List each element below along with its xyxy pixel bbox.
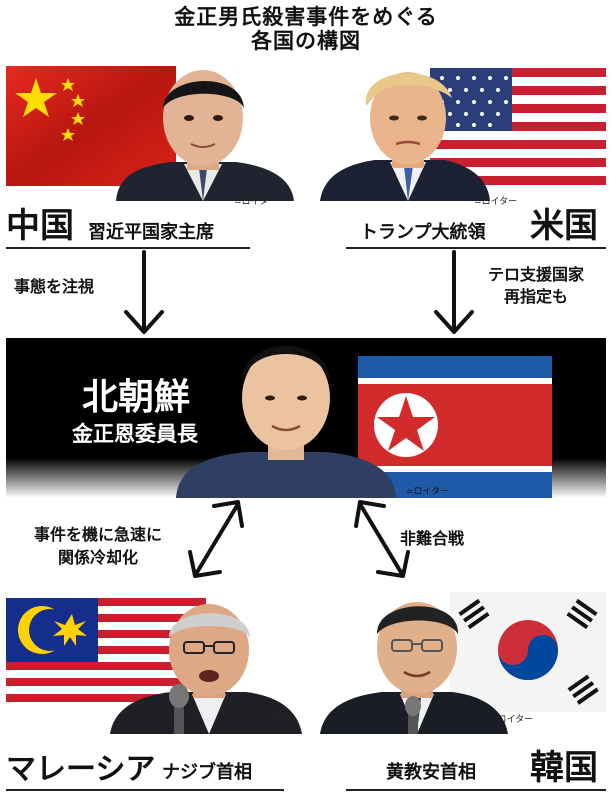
kim-jong-un-portrait: [176, 346, 396, 498]
relation-nk-south-korea-label: 非難合戦: [400, 529, 465, 548]
malaysia-flag: [6, 598, 206, 710]
relation-nk-malaysia-label-line1: 事件を機に急速に: [33, 525, 162, 544]
north-korea-panel: [6, 338, 606, 498]
usa-flag-image: [320, 68, 606, 201]
usa-leader-label: トランプ大統領: [360, 222, 486, 243]
china-flag-small-star: [61, 78, 75, 91]
south-korea-photo: [320, 584, 606, 734]
north-korea-photo-credit: =ロイター: [406, 487, 450, 497]
usa-photo: [320, 56, 606, 201]
malaysia-flag-image: [6, 598, 302, 734]
china-flag-image: [6, 66, 294, 201]
south-korea-underline: [346, 789, 606, 791]
hwang-kyo-ahn-portrait: [320, 602, 508, 734]
top-arrows: [124, 250, 474, 334]
nk-south-korea-arrow: [354, 500, 410, 578]
china-leader-label: 習近平国家主席: [88, 222, 214, 243]
china-to-nk-arrow: [124, 250, 164, 334]
malaysia-photo: [6, 584, 304, 734]
south-korea-flag: [450, 592, 606, 712]
malaysia-country-label: マレーシア: [6, 752, 156, 787]
nk-malaysia-arrow: [188, 500, 244, 578]
north-korea-leader-label: 金正恩委員長: [72, 422, 198, 446]
north-korea-country-label: 北朝鮮: [82, 376, 191, 418]
china-underline: [6, 247, 250, 249]
north-korea-flag: [358, 356, 552, 498]
north-korea-panel-image: [6, 338, 606, 498]
usa-underline: [346, 247, 606, 249]
trump-portrait: [320, 72, 490, 201]
malaysia-photo-credit: =AP: [266, 712, 286, 722]
najib-portrait: [110, 604, 302, 734]
relation-usa-nk-label-line2: 再指定も: [503, 287, 568, 306]
china-photo-credit: =ロイター: [234, 197, 278, 207]
usa-photo-credit: =ロイター: [474, 197, 518, 207]
malaysia-underline: [6, 789, 284, 791]
usa-country-label: 米国: [530, 206, 598, 246]
south-korea-photo-credit: =ロイター: [490, 715, 534, 725]
china-photo: [6, 56, 296, 201]
malaysia-leader-label: ナジブ首相: [162, 762, 252, 783]
china-country-label: 中国: [6, 206, 74, 246]
relation-nk-malaysia-label-line2: 関係冷却化: [57, 548, 138, 567]
diagram-title-line2: 各国の構図: [251, 29, 361, 53]
diagram-title-line1: 金正男氏殺害事件をめぐる: [174, 5, 438, 29]
china-flag-small-star: [71, 94, 85, 107]
south-korea-flag-image: [320, 592, 606, 734]
china-flag-big-star: [15, 78, 57, 117]
south-korea-leader-label: 黄教安首相: [386, 762, 476, 783]
relation-usa-nk-label-line1: テロ支援国家: [487, 265, 584, 284]
south-korea-country-label: 韓国: [530, 748, 598, 788]
china-flag-small-star: [61, 128, 75, 141]
relation-china-nk-label: 事態を注視: [14, 277, 95, 296]
china-flag-small-star: [71, 112, 85, 125]
usa-to-nk-arrow: [434, 250, 474, 334]
bottom-arrows: [188, 500, 410, 578]
xi-jinping-portrait: [116, 70, 294, 201]
